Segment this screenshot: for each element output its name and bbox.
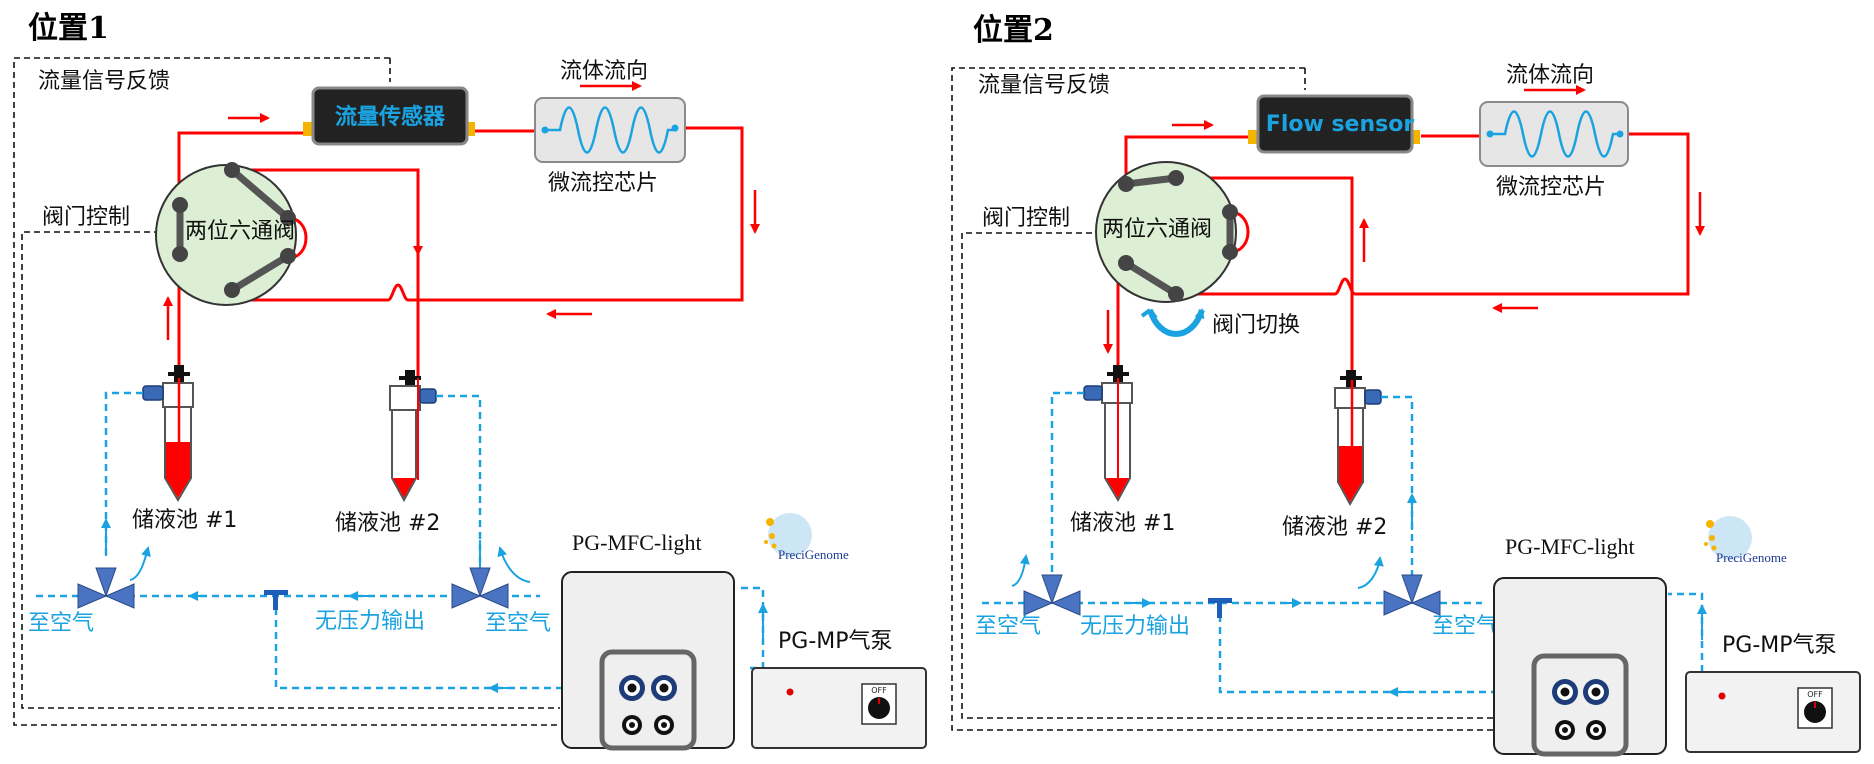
- microfluidic-chip: 流体流向 微流控芯片: [534, 59, 686, 196]
- valve-control-label: 阀门控制: [42, 205, 130, 230]
- air-line-reservoir-2: [436, 394, 482, 578]
- three-way-valve-right: [1383, 574, 1441, 616]
- chip-label: 微流控芯片: [548, 171, 658, 196]
- feedback-label: 流量信号反馈: [978, 73, 1110, 98]
- mfc-device: PG-MFC-light: [561, 530, 735, 751]
- six-port-valve: 两位六通阀: [155, 162, 297, 306]
- switch-off-label: OFF: [1807, 690, 1823, 699]
- reservoir-1-label: 储液池 #1: [132, 508, 237, 533]
- air-right-label: 至空气: [1432, 614, 1498, 639]
- air-pump: PG-MP气泵 OFF: [751, 629, 927, 749]
- panel-title: 位置2: [973, 13, 1054, 48]
- mfc-label: PG-MFC-light: [572, 530, 702, 555]
- feedback-signal-line: [13, 57, 560, 726]
- reservoir-2: 储液池 #2: [335, 370, 440, 536]
- no-pressure-label: 无压力输出: [315, 609, 425, 634]
- sensor-label: 流量传感器: [335, 104, 446, 130]
- no-pressure-label: 无压力输出: [1080, 614, 1190, 639]
- reservoir-1: 储液池 #1: [132, 365, 237, 533]
- reservoir-2-label: 储液池 #2: [1282, 515, 1387, 540]
- panel-position-2: 位置2 流量信号反馈 阀门控制 Flow sensor 流体流向: [951, 13, 1861, 757]
- air-left-label: 至空气: [28, 611, 94, 636]
- feedback-label: 流量信号反馈: [38, 69, 170, 94]
- air-line-reservoir-1: [104, 391, 143, 555]
- reservoir-1-label: 储液池 #1: [1070, 511, 1175, 536]
- panel-title: 位置1: [28, 11, 109, 46]
- precigenome-logo: PreciGenome: [1704, 516, 1787, 565]
- three-way-valve-left: [77, 567, 135, 609]
- reservoir-2-label: 储液池 #2: [335, 511, 440, 536]
- fluid-line-inlet: [177, 131, 305, 378]
- air-line-reservoir-2: [1381, 395, 1414, 588]
- t-connector: [264, 590, 288, 610]
- sensor-label: Flow sensor: [1266, 112, 1415, 137]
- air-left-label: 至空气: [975, 614, 1041, 639]
- valve-control-label: 阀门控制: [982, 206, 1070, 231]
- fluid-line-return: [1176, 132, 1690, 296]
- switch-label: 阀门切换: [1212, 313, 1300, 338]
- mfc-device: PG-MFC-light: [1493, 534, 1667, 757]
- switch-off-label: OFF: [871, 686, 887, 695]
- air-line-mfc: [274, 596, 628, 690]
- flow-direction-label: 流体流向: [1506, 63, 1594, 88]
- mfc-label: PG-MFC-light: [1505, 534, 1635, 559]
- reservoir-1: 储液池 #1: [1070, 365, 1175, 536]
- brand-label: PreciGenome: [778, 547, 849, 562]
- air-line-reservoir-1: [1050, 391, 1084, 575]
- valve-switch-indicator: 阀门切换: [1140, 308, 1300, 338]
- flow-sensor: 流量传感器: [303, 86, 475, 146]
- brand-label: PreciGenome: [1716, 550, 1787, 565]
- feedback-signal-line: [951, 67, 1500, 731]
- panel-position-1: 位置1 流量信号反馈 阀门控制 流量传感器 流体流向: [13, 11, 927, 751]
- t-connector: [1208, 598, 1232, 618]
- valve-control-line: [21, 231, 560, 709]
- fluid-line-outlet: [232, 168, 420, 378]
- fluid-line-return: [232, 126, 744, 302]
- precigenome-logo: PreciGenome: [764, 513, 849, 562]
- reservoir-2: 储液池 #2: [1282, 370, 1387, 540]
- three-way-valve-left: [1023, 574, 1081, 616]
- chip-label: 微流控芯片: [1496, 175, 1606, 200]
- air-right-label: 至空气: [485, 611, 551, 636]
- valve-label: 两位六通阀: [185, 219, 295, 244]
- air-pump: PG-MP气泵 OFF: [1685, 633, 1861, 753]
- three-way-valve-right: [451, 567, 509, 609]
- valve-label: 两位六通阀: [1102, 217, 1212, 242]
- valve-control-line: [961, 232, 1500, 719]
- flow-sensor: Flow sensor: [1248, 94, 1420, 154]
- pump-label: PG-MP气泵: [1722, 633, 1837, 658]
- air-line-mfc: [1218, 603, 1560, 694]
- air-line-pump: [1668, 592, 1704, 672]
- fluid-line-outlet: [1176, 176, 1354, 380]
- air-line-pump: [737, 586, 765, 670]
- six-port-valve: 两位六通阀: [1095, 161, 1238, 303]
- pump-label: PG-MP气泵: [778, 629, 893, 654]
- microfluidic-chip: 流体流向 微流控芯片: [1479, 63, 1629, 200]
- flow-direction-label: 流体流向: [560, 59, 648, 84]
